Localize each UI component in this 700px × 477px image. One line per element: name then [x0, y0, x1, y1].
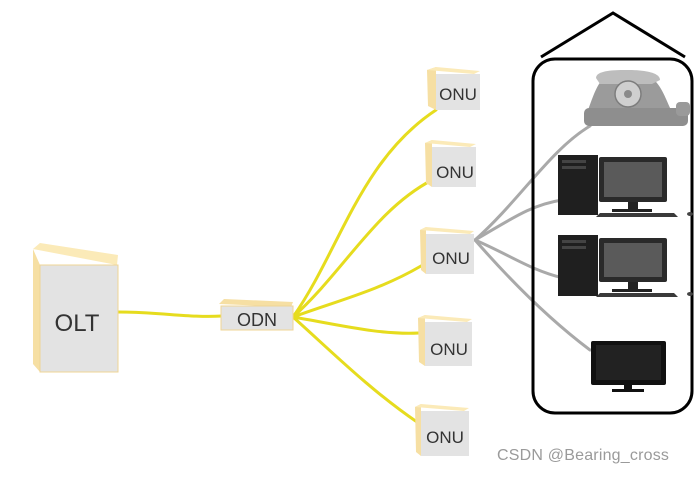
onu-box: ONU	[427, 67, 480, 110]
fiber-odn-onu-2	[291, 178, 434, 319]
fiber-odn-onu-1	[291, 108, 438, 319]
onu-label: ONU	[439, 85, 477, 104]
link-onu-pc-2	[473, 238, 565, 280]
house-body	[531, 57, 694, 415]
telephone-icon	[584, 70, 690, 126]
onu-label: ONU	[430, 340, 468, 359]
onu-box: ONU	[420, 227, 474, 274]
copper-links	[473, 124, 592, 352]
onu-box: ONU	[425, 140, 476, 187]
odn-box: ODN	[219, 299, 294, 331]
fiber-odn-onu-3	[291, 264, 423, 319]
fiber-links	[115, 108, 438, 424]
fiber-odn-onu-5	[291, 315, 419, 424]
onu-label: ONU	[436, 163, 474, 182]
watermark: CSDN @Bearing_cross	[497, 447, 670, 464]
link-onu-pc-1	[473, 198, 564, 242]
link-onu-tv	[473, 238, 592, 352]
desktop-computer-icon	[558, 155, 693, 217]
olt-label: OLT	[55, 310, 100, 337]
onu-label: ONU	[432, 249, 470, 268]
desktop-computer-icon	[558, 235, 693, 297]
olt-box: OLT	[33, 243, 119, 373]
fiber-odn-onu-4	[291, 315, 421, 335]
onu-label: ONU	[426, 428, 464, 447]
tv-monitor-icon	[591, 341, 666, 392]
onu-box: ONU	[415, 404, 469, 456]
onu-box: ONU	[418, 315, 472, 366]
odn-label: ODN	[237, 310, 277, 330]
house-roof	[540, 11, 686, 59]
house-outline	[531, 11, 694, 415]
fiber-olt-odn	[115, 310, 224, 318]
